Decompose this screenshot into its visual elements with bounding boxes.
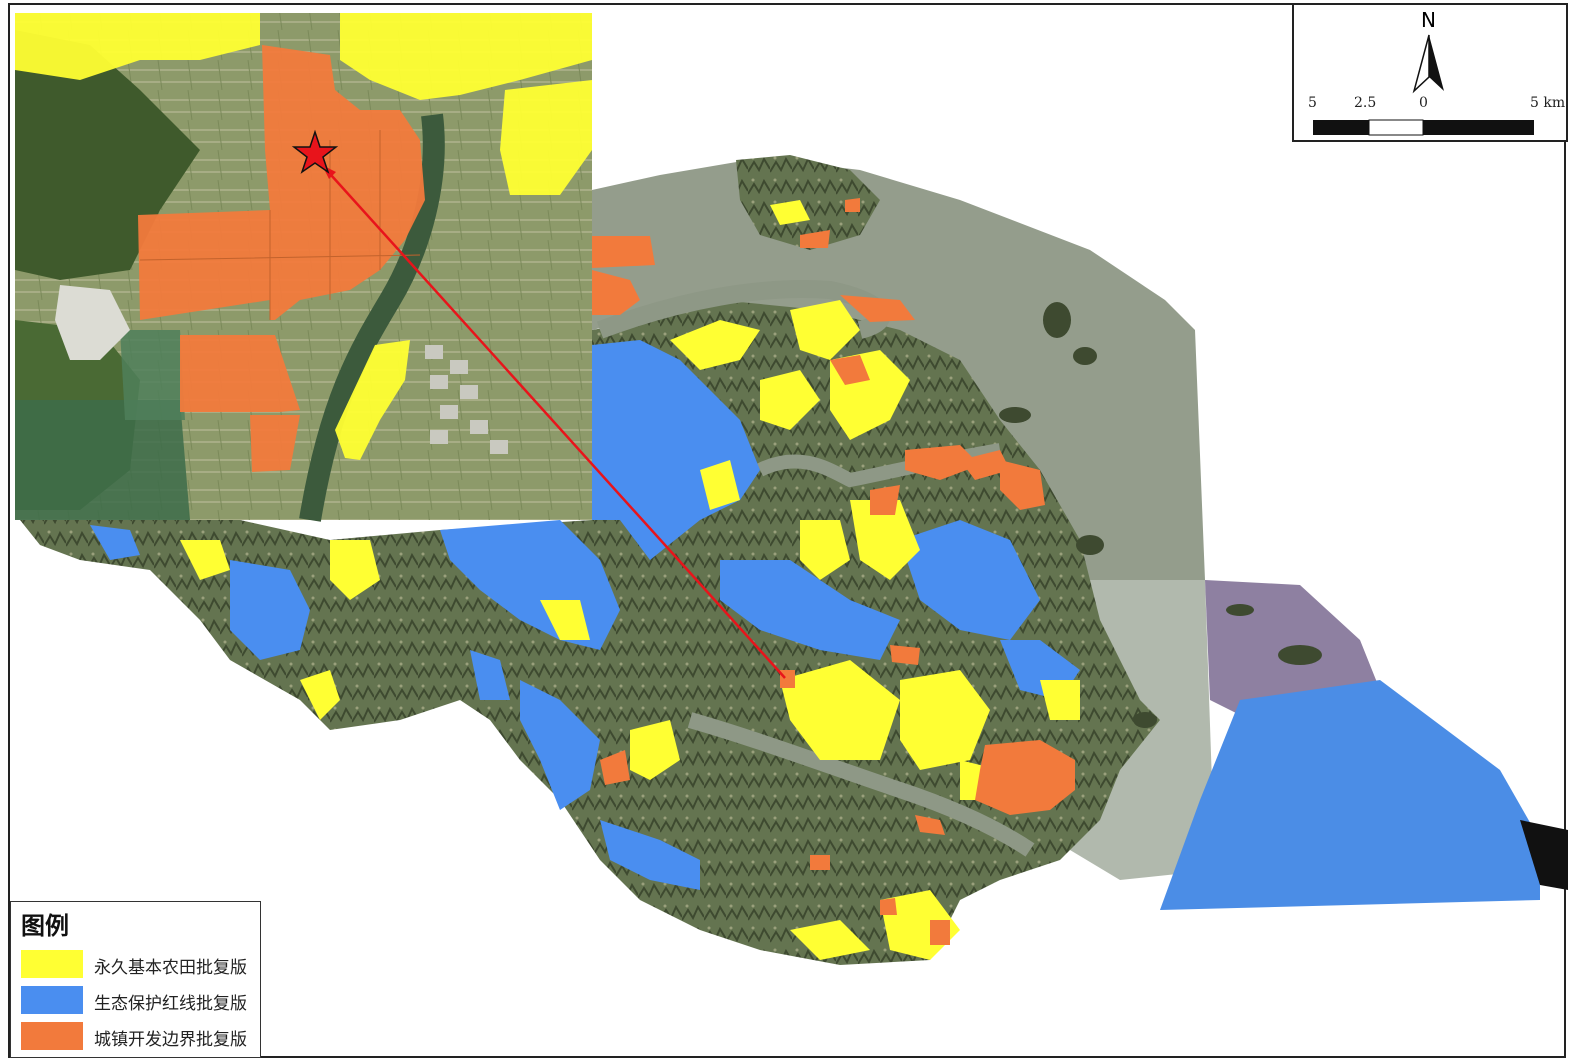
legend-swatch-urban [21,1022,83,1050]
north-arrow-icon [1412,34,1444,94]
arrow-line-icon [321,164,786,679]
legend-swatch-ecology [21,986,83,1014]
scale-tick-1: 5 [1308,95,1317,111]
legend-title: 图例 [21,912,69,940]
legend: 图例 永久基本农田批复版 生态保护红线批复版 城镇开发边界批复版 [10,901,261,1058]
urban-zones [592,198,1075,945]
legend-swatch-farmland [21,950,83,978]
map-frame [8,3,1566,1058]
offshore-area [1160,580,1568,910]
farmland-zones [180,200,1080,960]
scale-tick-3: 0 [1419,95,1428,111]
inset-detail-map [15,13,592,522]
islands [999,302,1322,728]
legend-label-urban: 城镇开发边界批复版 [94,1030,247,1050]
legend-item-ecology: 生态保护红线批复版 [21,986,261,1014]
north-arrow-scale-panel: N 5 2.5 0 5 km [1292,3,1568,142]
scale-tick-4: 5 km [1530,95,1566,111]
legend-label-farmland: 永久基本农田批复版 [94,958,247,978]
scale-bar [1313,119,1534,136]
star-icon [291,129,339,174]
scale-tick-2: 2.5 [1354,95,1377,111]
north-label: N [1421,8,1436,32]
legend-item-urban: 城镇开发边界批复版 [21,1022,261,1050]
legend-label-ecology: 生态保护红线批复版 [94,994,247,1014]
legend-item-farmland: 永久基本农田批复版 [21,950,261,978]
